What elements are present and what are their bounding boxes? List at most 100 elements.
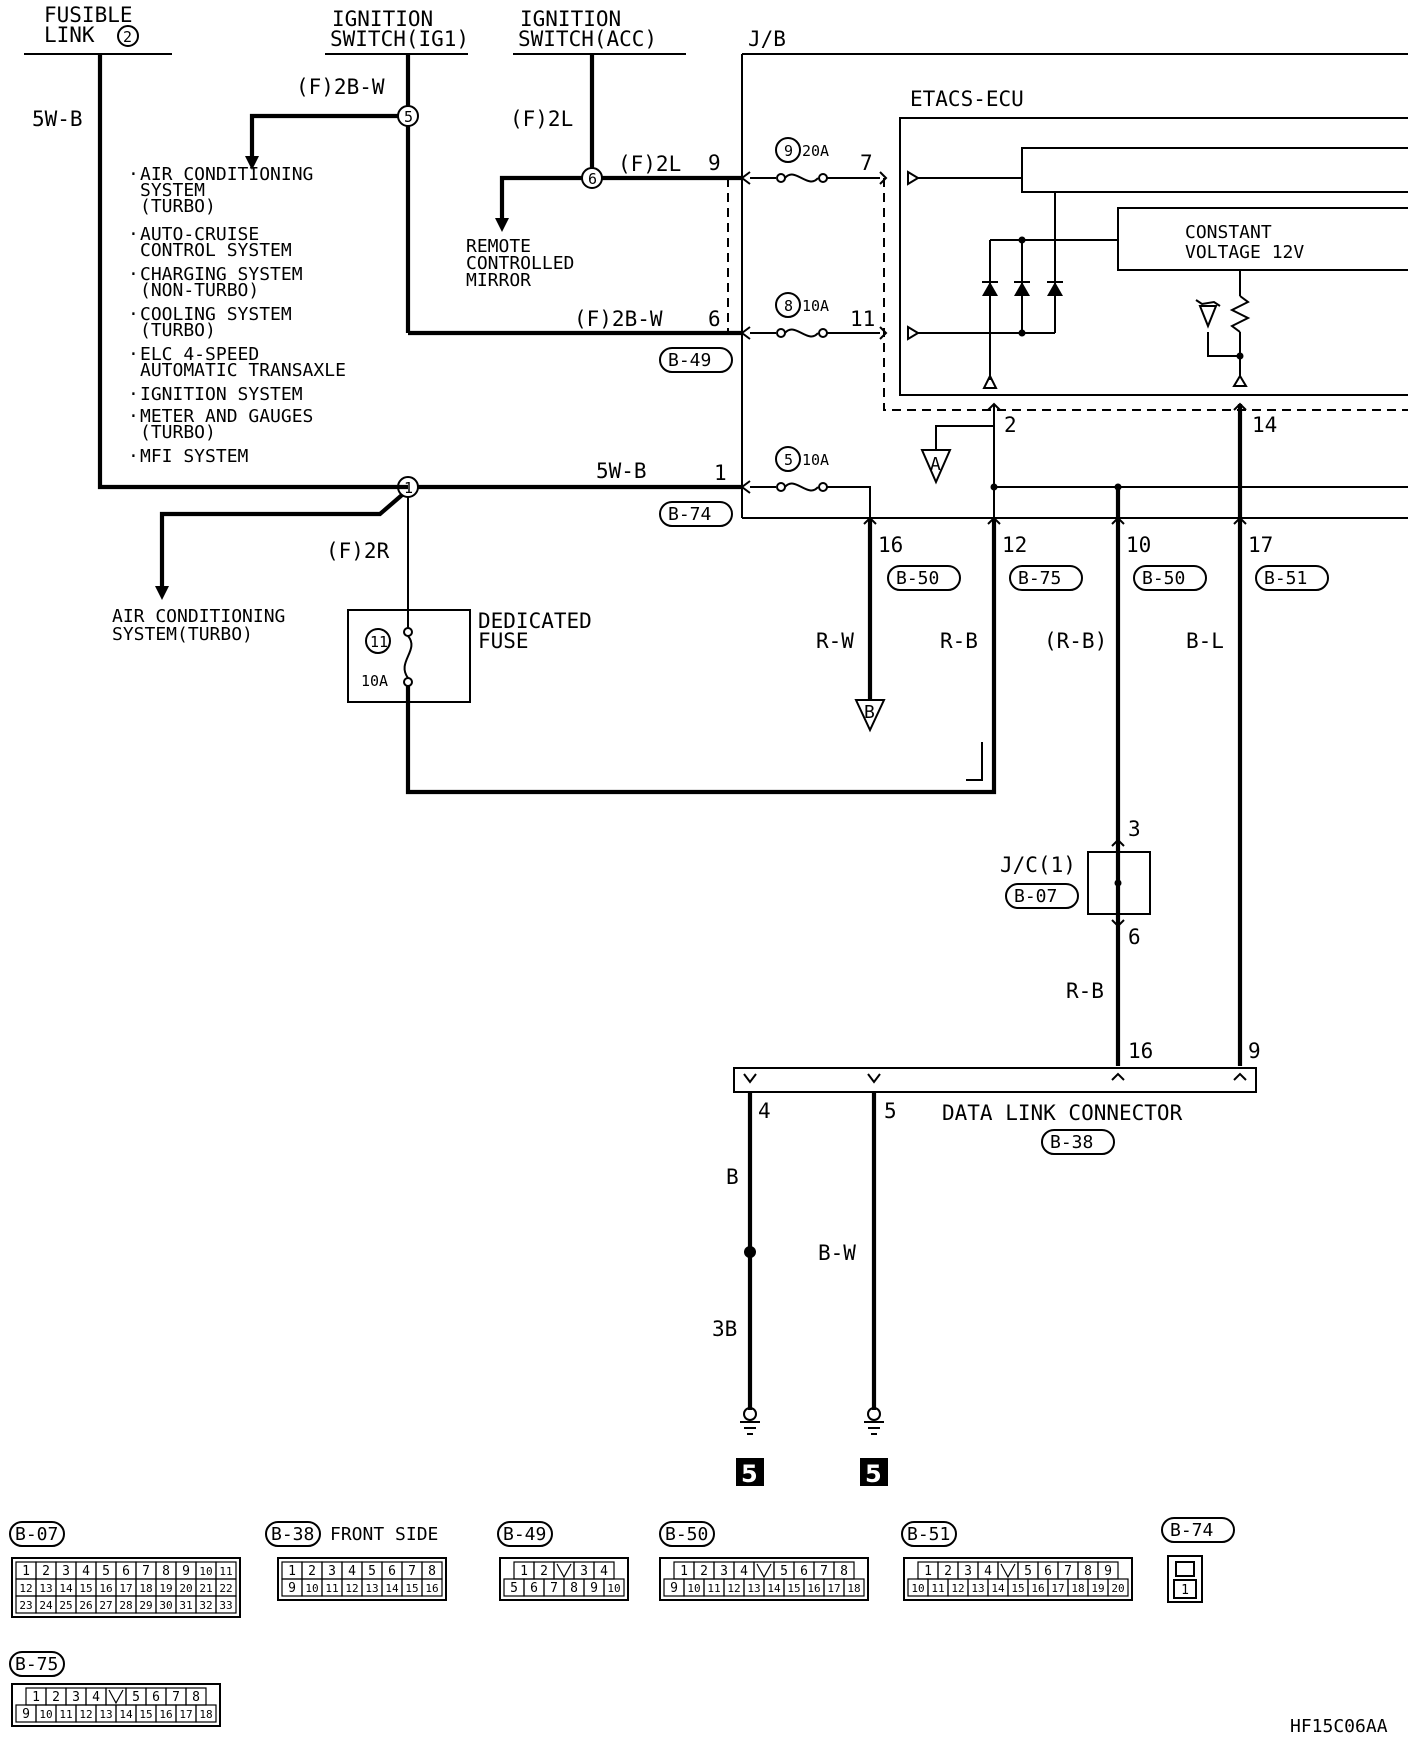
pin-cell (1107, 1578, 1129, 1597)
pinout-name: B-74 (1170, 1520, 1213, 1541)
wire-f2l-label: (F)2L (510, 107, 573, 131)
pin-number: 24 (39, 1599, 53, 1612)
pin-number: 17 (827, 1582, 840, 1595)
system-list-item: (TURBO) (140, 320, 216, 341)
fuse8-terminal-left (776, 328, 786, 338)
pin-number: 14 (59, 1582, 73, 1595)
pin-number: 3 (720, 1564, 728, 1579)
fuse5-number: 5 (784, 451, 793, 469)
pin-number: 18 (847, 1582, 860, 1595)
wire-3b-label: 3B (712, 1317, 737, 1341)
dlc-pin-9: 9 (1248, 1039, 1261, 1063)
zener-bar (1195, 299, 1221, 307)
constant-voltage-label-1: CONSTANT (1185, 222, 1272, 243)
pin-number: 1 (520, 1564, 528, 1579)
acc-label-2: SWITCH(ACC) (518, 27, 657, 51)
system-bullet: · (128, 164, 139, 185)
ac-system-label: AIR CONDITIONING SYSTEM(TURBO) (112, 606, 285, 645)
pin-cell (1173, 1579, 1197, 1599)
splice-5-label: 5 (404, 108, 413, 126)
pin-number: 33 (219, 1599, 232, 1612)
pin-number: 7 (408, 1564, 416, 1579)
jc1-connector-tag (1005, 883, 1079, 909)
pin-number: 16 (425, 1582, 438, 1595)
jc1-pin3-chevron (1111, 838, 1125, 847)
pin-number: 5 (132, 1690, 140, 1705)
resistor (1229, 295, 1251, 333)
pin-number: 7 (142, 1564, 150, 1579)
pin-number: 15 (405, 1582, 418, 1595)
wire-bl-label: B-L (1186, 629, 1224, 653)
pinout-name: B-38 (271, 1524, 314, 1545)
pin-number: 15 (1011, 1582, 1024, 1595)
pin-1: 1 (714, 461, 727, 485)
connector-b49-tag (659, 347, 733, 373)
pin-key (756, 1563, 772, 1579)
junction-block: J/B 9 6 1 7 11 9 20A 8 10A 5 10A (659, 27, 1408, 527)
pin-number: 12 (727, 1582, 740, 1595)
jc1-pin6-chevron (1111, 919, 1125, 928)
ref-a-label: A (930, 454, 941, 475)
diode-1 (982, 282, 998, 296)
pin-cell (603, 1578, 625, 1597)
ref-b-triangle (854, 699, 886, 733)
ground-symbol-2: 5 (860, 1407, 888, 1488)
jb-pin6-chevron (740, 326, 751, 340)
pinout-tag (265, 1521, 321, 1547)
diode-2 (1014, 282, 1030, 296)
pin-number: 6 (800, 1564, 808, 1579)
output-wiring: A B 16 12 10 17 B-50 B-75 B-50 B-51 R-W … (712, 402, 1408, 1488)
pin-number: 12 (951, 1582, 964, 1595)
pin-number: 13 (365, 1582, 378, 1595)
pin-number: 5 (368, 1564, 376, 1579)
pin-number: 13 (99, 1708, 112, 1721)
pin-number: 28 (119, 1599, 132, 1612)
dlc-connector-tag (1041, 1129, 1115, 1155)
jb-pin9-chevron (740, 171, 751, 185)
pin-number: 17 (119, 1582, 132, 1595)
dlc-pin16-mark (1111, 1072, 1125, 1081)
pin-9: 9 (708, 151, 721, 175)
pin-number: 20 (1111, 1582, 1124, 1595)
pin-number: 2 (308, 1564, 316, 1579)
etacs-terminal-14-mark (1232, 374, 1248, 387)
system-bullet: · (128, 446, 139, 467)
system-list-item: SYSTEM (140, 180, 205, 201)
pin-number: 3 (580, 1564, 588, 1579)
dlc-box (733, 1067, 1257, 1093)
system-list-item: MFI SYSTEM (140, 446, 249, 467)
pin-number: 7 (820, 1564, 828, 1579)
pin-number: 16 (1031, 1582, 1044, 1595)
remote-mirror-2: CONTROLLED (466, 253, 574, 274)
wire-b-node (744, 1246, 756, 1258)
ref-a-triangle (920, 449, 952, 485)
pin-number: 2 (52, 1690, 60, 1705)
pin-number: 8 (162, 1564, 170, 1579)
wire-rb-label: R-B (940, 629, 978, 653)
etacs-label: ETACS-ECU (910, 87, 1024, 111)
pin-number: 13 (971, 1582, 984, 1595)
pinout-tag (9, 1521, 65, 1547)
dlc-pin5-mark (867, 1073, 881, 1084)
pin-16: 16 (878, 533, 903, 557)
etacs-pin11-chevron (879, 326, 888, 340)
ig1-label-1: IGNITION (332, 7, 433, 31)
pin-number: 14 (385, 1582, 399, 1595)
etacs-terminal-2-mark (982, 373, 998, 389)
pin-number: 7 (1064, 1564, 1072, 1579)
fusible-link-number: 2 (123, 28, 132, 46)
dedicated-fuse-terminal-top (403, 627, 413, 637)
jb-label: J/B (748, 27, 786, 51)
wire-f2bw-label-2: (F)2B-W (574, 307, 663, 331)
pin16-chevron (863, 516, 877, 525)
pin-cell (215, 1595, 237, 1614)
etacs-ecu: ETACS-ECU CONSTANT VOLTAGE 12V (879, 87, 1408, 437)
pin-number: 10 (607, 1582, 620, 1595)
pin-number: 4 (984, 1564, 992, 1579)
pin-number: 29 (139, 1599, 152, 1612)
system-list-item: COOLING SYSTEM (140, 304, 292, 325)
pin-number: 6 (530, 1581, 538, 1596)
pin-number: 2 (944, 1564, 952, 1579)
